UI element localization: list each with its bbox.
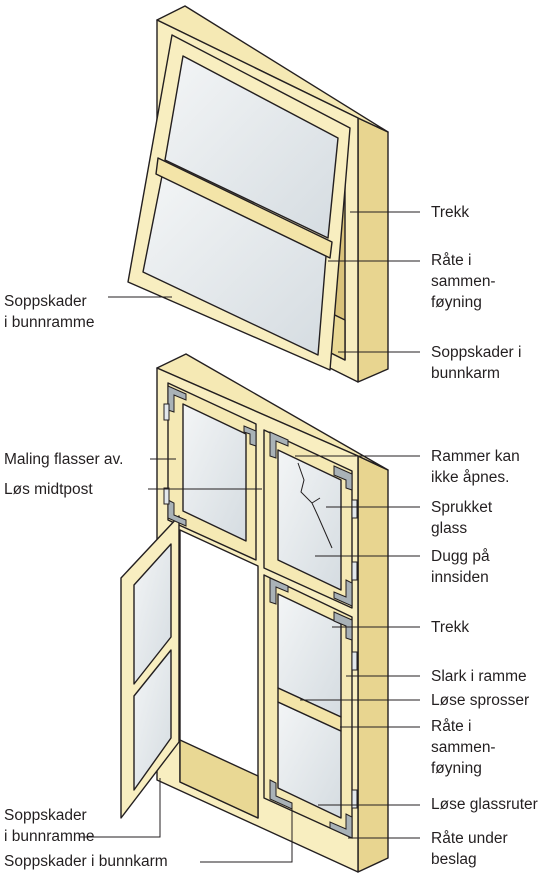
label-soppskader-bunnkarm-bottom: Soppskader i bunnkarm bbox=[4, 853, 168, 870]
label-trekk-top: Trekk bbox=[431, 204, 470, 221]
label-rate-under-beslag: Råte under beslag bbox=[431, 830, 508, 868]
corner-fittings bbox=[167, 385, 353, 839]
label-slark: Slark i ramme bbox=[431, 668, 527, 685]
label-maling-flasser: Maling flasser av. bbox=[4, 451, 124, 468]
upper-left-glass bbox=[182, 403, 247, 542]
bottom-window bbox=[120, 353, 389, 873]
label-rate-bottom: Råte i sammen- føyning bbox=[431, 718, 496, 777]
label-soppskader-bunnramme-bottom: Soppskader i bunnramme bbox=[4, 807, 95, 845]
leader-lines bbox=[80, 211, 420, 863]
label-sprukket-glass: Sprukket glass bbox=[431, 499, 493, 537]
label-soppskader-bunnramme-top: Soppskader i bunnramme bbox=[4, 293, 95, 331]
upper-right-glass bbox=[277, 449, 342, 591]
open-sash-glass-upper bbox=[133, 543, 172, 685]
hinges bbox=[163, 403, 358, 809]
label-dugg: Dugg på innsiden bbox=[431, 548, 490, 586]
label-lose-glassruter: Løse glassruter bbox=[431, 796, 538, 813]
open-sash-glass-lower bbox=[133, 649, 172, 791]
label-rate-top: Råte i sammen- føyning bbox=[431, 252, 496, 311]
label-soppskader-bunnkarm-top: Soppskader i bunnkarm bbox=[431, 344, 522, 382]
top-window bbox=[127, 5, 389, 383]
top-sash-muntin bbox=[155, 157, 333, 259]
label-lose-sprosser: Løse sprosser bbox=[431, 692, 530, 709]
top-sash-glass-upper bbox=[164, 55, 339, 239]
top-frame-side bbox=[357, 117, 389, 383]
crack-line bbox=[297, 462, 333, 549]
label-trekk-bottom: Trekk bbox=[431, 619, 470, 636]
bottom-opening-floor bbox=[179, 739, 259, 819]
label-los-midtpost: Løs midtpost bbox=[4, 481, 93, 498]
lower-right-muntin bbox=[277, 687, 342, 732]
bottom-frame-side bbox=[357, 455, 389, 873]
label-rammer-ikke-apnes: Rammer kan ikke åpnes. bbox=[431, 448, 520, 486]
